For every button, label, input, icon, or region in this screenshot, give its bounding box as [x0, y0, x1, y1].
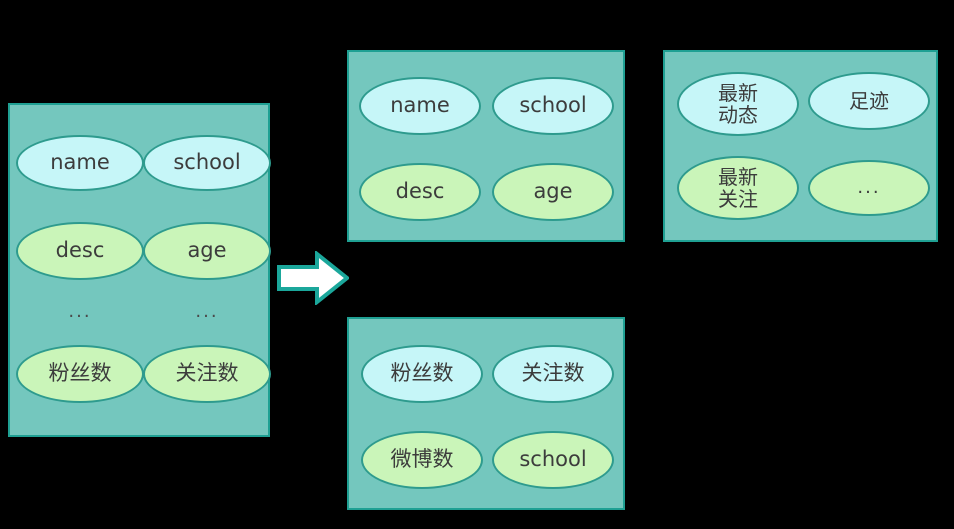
- activity-node-latest-feed[interactable]: 最新 动态: [677, 72, 799, 136]
- entity-node-school[interactable]: school: [143, 135, 271, 191]
- group-box-source[interactable]: name school desc age ... ... 粉丝数 关注数: [8, 103, 271, 437]
- stats-node-fans-count[interactable]: 粉丝数: [361, 345, 483, 403]
- activity-node-latest-following[interactable]: 最新 关注: [677, 156, 799, 220]
- entity-node-age[interactable]: age: [143, 222, 271, 280]
- profile-node-desc[interactable]: desc: [359, 163, 481, 221]
- entity-node-name[interactable]: name: [16, 135, 144, 191]
- stats-node-following-count[interactable]: 关注数: [492, 345, 614, 403]
- right-block-arrow: [277, 249, 351, 307]
- entity-node-desc[interactable]: desc: [16, 222, 144, 280]
- activity-node-footprint[interactable]: 足迹: [808, 72, 930, 130]
- entity-node-fans-count[interactable]: 粉丝数: [16, 345, 144, 403]
- group-box-activity[interactable]: 最新 动态 足迹 最新 关注 ...: [663, 50, 938, 242]
- profile-node-age[interactable]: age: [492, 163, 614, 221]
- entity-ellipsis-right: ...: [195, 300, 219, 322]
- profile-node-name[interactable]: name: [359, 77, 481, 135]
- stats-node-weibo-count[interactable]: 微博数: [361, 431, 483, 489]
- entity-node-following-count[interactable]: 关注数: [143, 345, 271, 403]
- profile-node-school[interactable]: school: [492, 77, 614, 135]
- group-box-profile[interactable]: name school desc age: [347, 50, 625, 242]
- group-box-stats[interactable]: 粉丝数 关注数 微博数 school: [347, 317, 625, 510]
- entity-ellipsis-left: ...: [68, 300, 92, 322]
- activity-node-ellipsis[interactable]: ...: [808, 160, 930, 216]
- stats-node-school[interactable]: school: [492, 431, 614, 489]
